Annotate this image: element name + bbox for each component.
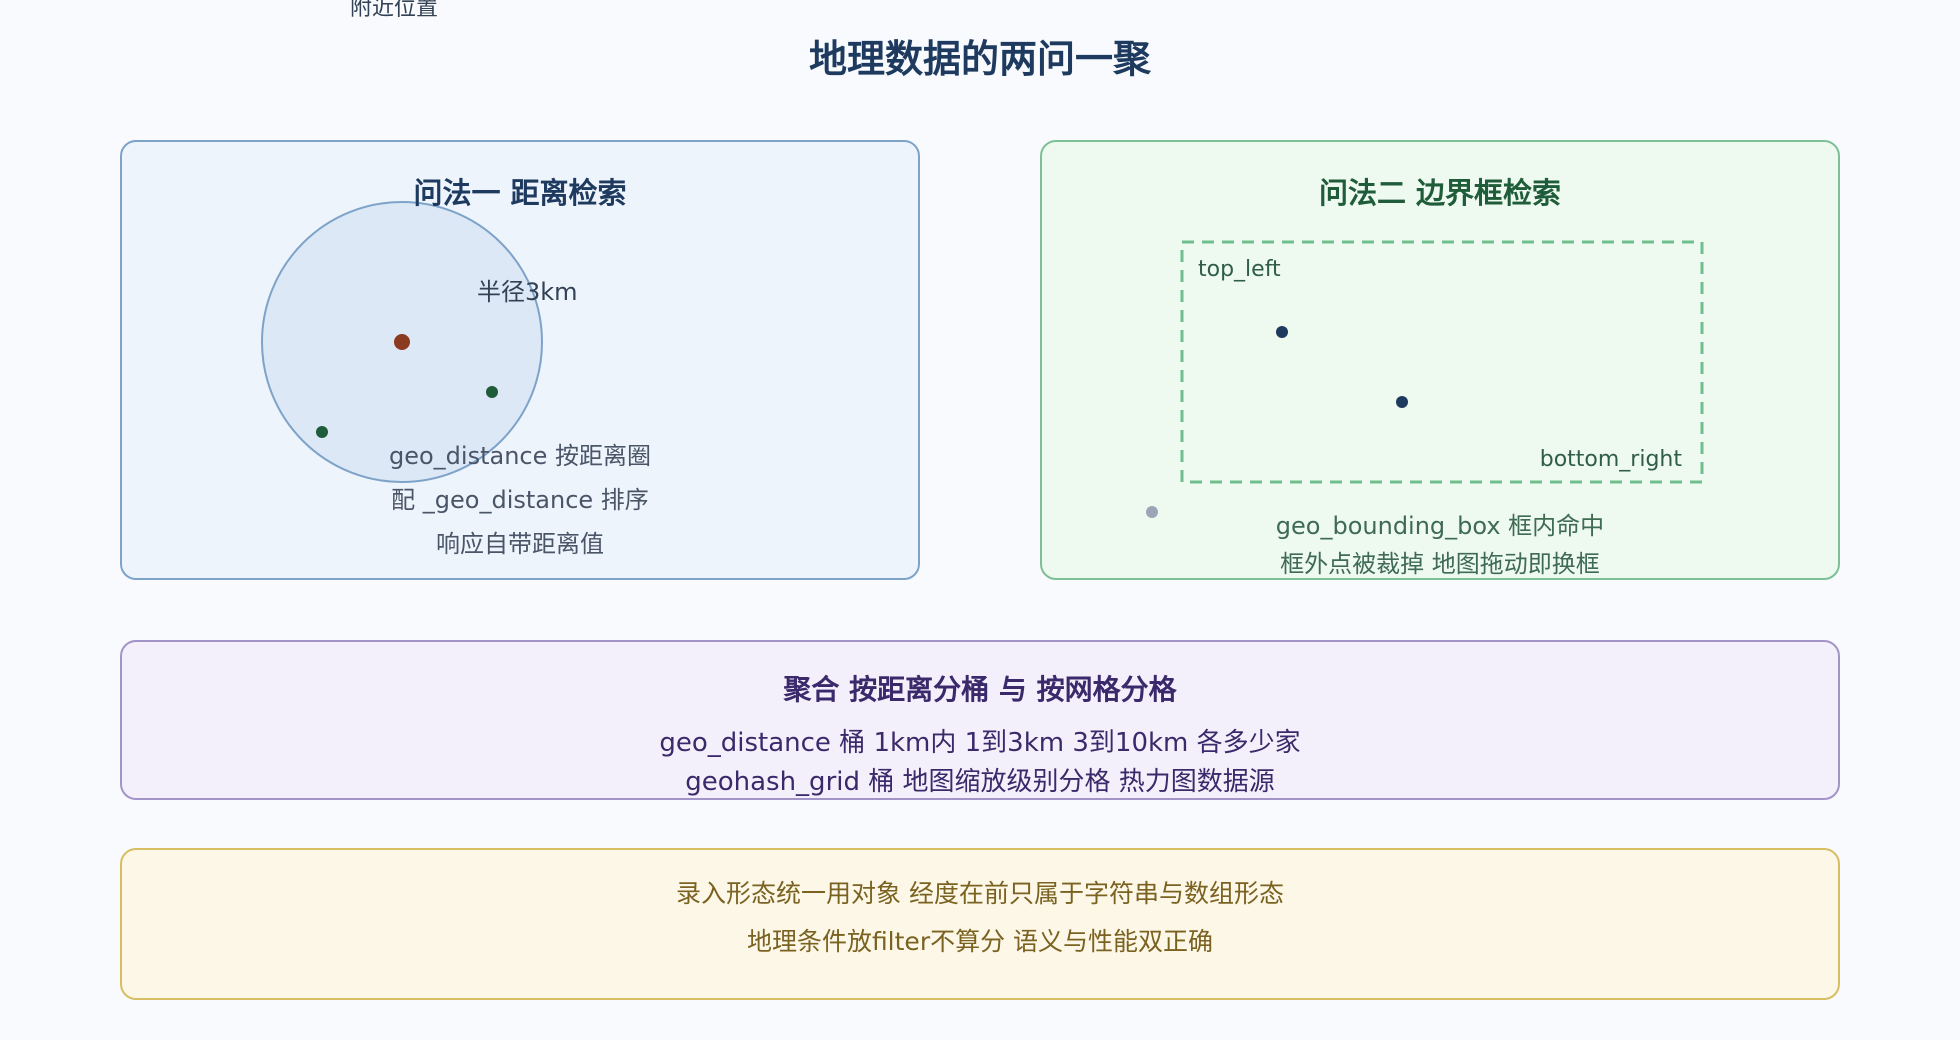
distance-search-panel: 半径3km 问法一 距离检索 geo_distance 按距离圈 配 _geo_… — [120, 140, 920, 580]
bounding-box — [1180, 240, 1704, 484]
bbox-line-2: 框外点被裁掉 地图拖动即换框 — [1280, 550, 1600, 578]
distance-panel-title: 问法一 距离检索 — [413, 176, 627, 210]
inside-point — [486, 386, 498, 398]
top-clipped-text: 附近位置 — [350, 0, 439, 21]
radius-label: 半径3km — [477, 278, 578, 306]
aggregation-panel: 聚合 按距离分桶 与 按网格分格 geo_distance 桶 1km内 1到3… — [120, 640, 1840, 800]
note-panel: 录入形态统一用对象 经度在前只属于字符串与数组形态 地理条件放filter不算分… — [120, 848, 1840, 1000]
outside-point — [1146, 506, 1158, 518]
note-line-1: 录入形态统一用对象 经度在前只属于字符串与数组形态 — [676, 879, 1284, 908]
bbox-diagram: top_left bottom_right — [1146, 240, 1704, 518]
bbox-panel-title: 问法二 边界框检索 — [1318, 176, 1562, 210]
distance-line-2: 配 _geo_distance 排序 — [391, 486, 649, 514]
note-line-2: 地理条件放filter不算分 语义与性能双正确 — [746, 927, 1214, 956]
agg-panel-title: 聚合 按距离分桶 与 按网格分格 — [783, 673, 1177, 706]
agg-line-1: geo_distance 桶 1km内 1到3km 3到10km 各多少家 — [659, 728, 1301, 758]
edge-point — [316, 426, 328, 438]
page-title: 地理数据的两问一聚 — [808, 37, 1151, 81]
agg-line-2: geohash_grid 桶 地图缩放级别分格 热力图数据源 — [685, 767, 1275, 797]
bbox-search-panel: top_left bottom_right 问法二 边界框检索 geo_boun… — [1040, 140, 1840, 580]
distance-line-1: geo_distance 按距离圈 — [388, 442, 651, 470]
distance-diagram: 半径3km — [261, 201, 578, 483]
bottom-right-label: bottom_right — [1540, 447, 1683, 472]
bbox-line-1: geo_bounding_box 框内命中 — [1275, 512, 1605, 540]
distance-line-3: 响应自带距离值 — [436, 530, 604, 558]
center-point — [394, 334, 410, 350]
top-left-label: top_left — [1198, 257, 1281, 282]
bbox-point-1 — [1276, 326, 1288, 338]
bbox-point-2 — [1396, 396, 1408, 408]
